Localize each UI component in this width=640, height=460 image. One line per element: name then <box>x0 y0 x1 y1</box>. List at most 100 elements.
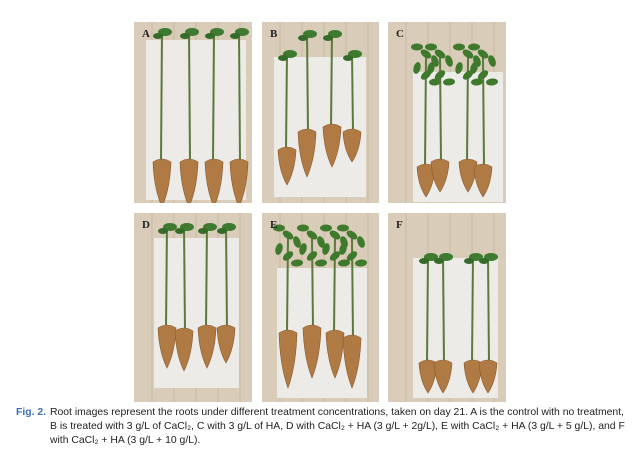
plant-leaf <box>282 230 294 240</box>
figure-number: Fig. 2. <box>16 407 47 418</box>
panel-d: D <box>134 213 252 402</box>
plant-root <box>204 158 224 203</box>
plant-root <box>157 324 177 369</box>
panel-label: F <box>396 219 403 231</box>
panel-label: B <box>270 28 278 40</box>
plant-leaf <box>471 78 483 86</box>
plant-leaf <box>158 228 168 234</box>
plant-leaf <box>445 55 453 67</box>
plant-stem <box>160 29 163 163</box>
plant-leaf <box>434 258 444 264</box>
plant-stem <box>330 31 333 128</box>
plant-leaf <box>455 62 463 74</box>
plant-leaf <box>175 228 185 234</box>
plant-root <box>229 158 249 203</box>
plant-root <box>418 359 438 394</box>
panel-label: C <box>396 28 404 40</box>
plant-leaf <box>291 259 303 267</box>
plant-stem <box>205 224 208 329</box>
plant-leaf <box>278 55 288 61</box>
plant-leaf <box>315 259 327 267</box>
plant-photo <box>405 22 503 203</box>
plant-leaf <box>420 49 432 59</box>
plant-stem <box>165 224 168 329</box>
plant-leaf <box>419 258 429 264</box>
figure-caption: Fig. 2. Root images represent the roots … <box>16 406 628 446</box>
plant-leaf <box>338 259 350 267</box>
plant-leaf <box>297 224 309 232</box>
plant-leaf <box>337 224 349 232</box>
plant-root <box>216 324 236 364</box>
plant-root <box>179 158 199 203</box>
plant-root <box>174 327 194 372</box>
plant-leaf <box>429 78 441 86</box>
plant-leaf <box>346 230 358 240</box>
panel-label: E <box>270 219 278 231</box>
plant-leaf <box>217 228 227 234</box>
caption-text: Root images represent the roots under di… <box>50 407 625 446</box>
plant-root <box>478 359 498 394</box>
plant-stem <box>188 29 191 163</box>
plant-root <box>297 128 317 178</box>
plant-root <box>342 128 362 163</box>
plant-photo <box>151 213 241 402</box>
plant-leaf <box>357 236 365 248</box>
plant-leaf <box>293 236 301 248</box>
plant-stem <box>225 224 228 329</box>
panel-a: A <box>134 22 252 203</box>
plant-leaf <box>153 33 163 39</box>
plant-leaf <box>488 55 496 67</box>
plant-stem <box>238 29 241 163</box>
plant-leaf <box>320 224 332 232</box>
plant-leaf <box>329 251 341 261</box>
plant-leaf <box>205 33 215 39</box>
plant-leaf <box>479 258 489 264</box>
plant-leaf <box>343 55 353 61</box>
plant-stem <box>285 51 288 151</box>
panel-label: D <box>142 219 150 231</box>
plant-leaf <box>339 243 347 255</box>
plant-leaf <box>411 43 423 51</box>
plant-stem <box>351 51 354 133</box>
plant-leaf <box>453 43 465 51</box>
plant-root <box>278 329 298 389</box>
plant-leaf <box>434 70 446 80</box>
plant-leaf <box>323 35 333 41</box>
plant-leaf <box>462 70 474 80</box>
plant-leaf <box>413 62 421 74</box>
plant-photo <box>405 213 498 402</box>
plant-leaf <box>273 224 285 232</box>
plant-leaf <box>355 259 367 267</box>
plant-root <box>197 324 217 369</box>
plant-leaf <box>346 251 358 261</box>
plant-leaf <box>462 49 474 59</box>
plant-stem <box>212 29 215 163</box>
plant-leaf <box>425 43 437 51</box>
plant-root <box>302 324 322 379</box>
plant-stem <box>487 254 490 364</box>
plant-stem <box>471 254 474 364</box>
plant-leaf <box>477 70 489 80</box>
plant-leaf <box>427 62 435 74</box>
plant-leaf <box>282 251 294 261</box>
plant-leaf <box>306 251 318 261</box>
plant-root <box>342 334 362 389</box>
plant-leaf <box>275 243 283 255</box>
plant-leaf <box>322 243 330 255</box>
plant-root <box>463 359 483 394</box>
plant-leaf <box>180 33 190 39</box>
panel-b: B <box>262 22 379 203</box>
plant-leaf <box>486 78 498 86</box>
plant-leaf <box>468 43 480 51</box>
plant-leaf <box>230 33 240 39</box>
plant-leaf <box>464 258 474 264</box>
plant-root <box>322 123 342 168</box>
plant-stem <box>426 254 429 364</box>
plant-leaf <box>434 49 446 59</box>
plant-stem <box>306 31 309 133</box>
plant-leaf <box>298 35 308 41</box>
plant-stem <box>183 224 186 332</box>
plant-root <box>325 329 345 379</box>
plant-leaf <box>317 236 325 248</box>
plant-leaf <box>443 78 455 86</box>
